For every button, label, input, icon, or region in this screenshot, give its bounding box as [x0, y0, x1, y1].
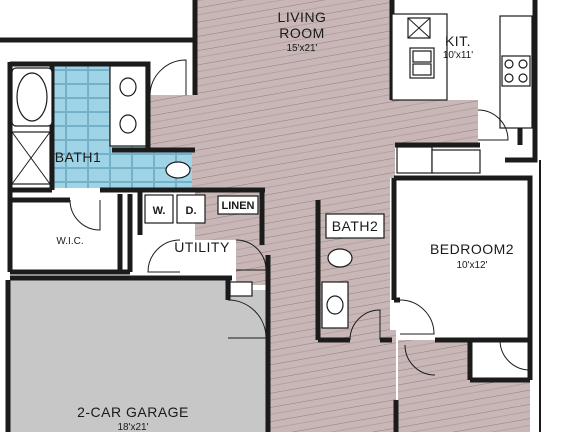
- fridge-icon: [396, 146, 433, 174]
- living-room-dim: 15'x21': [286, 43, 317, 54]
- living-room-label-2: ROOM: [279, 25, 325, 41]
- bath1-fixtures: [11, 65, 191, 185]
- wic-label: W.I.C.: [56, 236, 83, 247]
- bath2-label: BATH2: [332, 218, 379, 234]
- water-heater-icon: [229, 281, 253, 297]
- bath1-label: BATH1: [55, 149, 102, 165]
- kitchen-label: KIT.: [445, 33, 471, 49]
- bath2-toilet-icon: [327, 248, 353, 268]
- living-room-label: LIVING: [278, 9, 327, 25]
- linen-closet: [217, 195, 259, 215]
- garage-label: 2-CAR GARAGE: [77, 404, 189, 420]
- utility-label: UTILITY: [174, 239, 230, 255]
- dryer-icon: [176, 194, 206, 224]
- dryer-label: D.: [186, 205, 197, 217]
- washer-icon: [144, 194, 174, 224]
- utility-fixtures: [144, 194, 259, 297]
- bedroom2-label: BEDROOM2: [430, 241, 514, 257]
- bath2-fixtures: [321, 213, 385, 329]
- bath2-label-box: [325, 213, 385, 239]
- garage-dim: 18'x21': [117, 422, 148, 432]
- kitchen-fixtures: [391, 13, 533, 174]
- washer-label: W.: [153, 205, 166, 217]
- door-swings: [69, 59, 531, 376]
- kitchen-dim: 10'x11': [443, 50, 473, 61]
- linen-label: LINEN: [222, 200, 255, 212]
- garage-floor: [10, 278, 266, 432]
- bedroom2-dim: 10'x12': [456, 260, 487, 271]
- toilet-icon: [165, 161, 191, 179]
- room-labels: LIVING ROOM 15'x21' KIT. 10'x11' BATH1 W…: [55, 9, 514, 432]
